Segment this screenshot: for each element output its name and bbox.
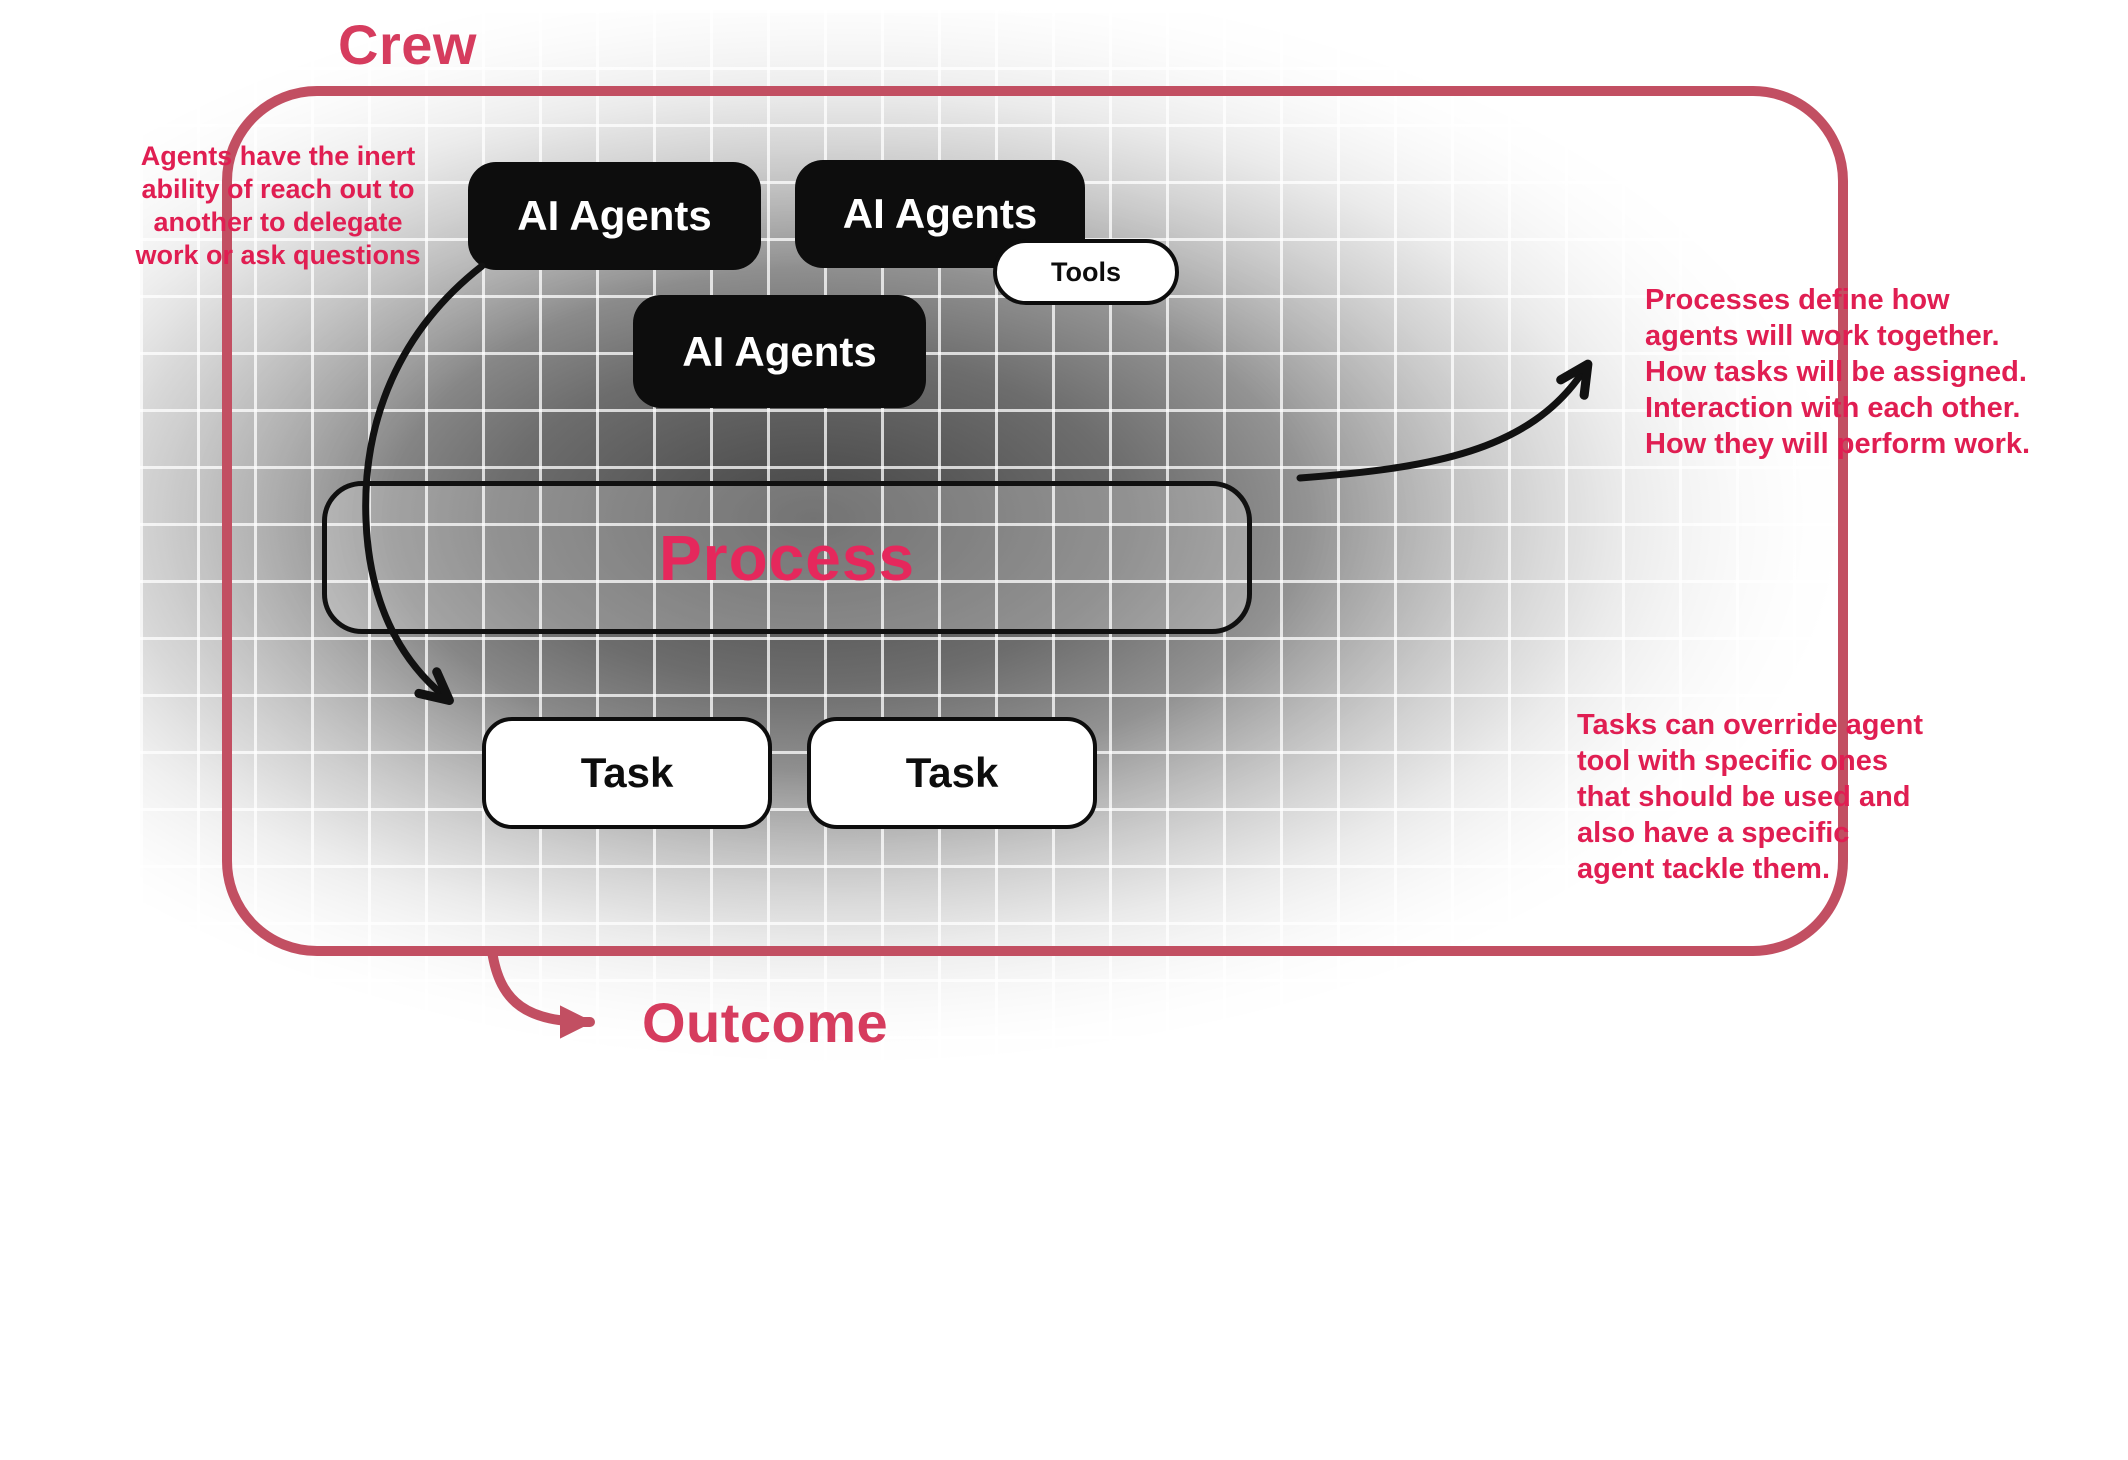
ai-agents-label-3: AI Agents bbox=[682, 327, 877, 375]
ai-agents-label-1: AI Agents bbox=[517, 192, 712, 239]
tasks-annotation: Tasks can override agent tool with speci… bbox=[1577, 709, 1924, 885]
task-label-2: Task bbox=[905, 749, 999, 796]
tools-label: Tools bbox=[1051, 256, 1121, 287]
task-box-1: Task bbox=[482, 717, 772, 829]
crew-title: Crew bbox=[338, 13, 477, 76]
process-box: Process bbox=[322, 481, 1252, 634]
ai-agents-box-3: AI Agents bbox=[633, 295, 926, 408]
task-box-2: Task bbox=[807, 717, 1097, 829]
ai-agents-box-1: AI Agents bbox=[468, 162, 761, 270]
process-annotation: Processes define how agents will work to… bbox=[1645, 284, 2031, 460]
ai-agents-label-2: AI Agents bbox=[842, 190, 1038, 237]
outcome-title: Outcome bbox=[642, 991, 889, 1054]
tools-pill: Tools bbox=[993, 239, 1179, 305]
process-label: Process bbox=[658, 521, 916, 594]
agents-annotation: Agents have the inert ability of reach o… bbox=[135, 141, 421, 270]
crew-boundary bbox=[222, 86, 1848, 956]
ai-agents-box-2: AI Agents bbox=[795, 160, 1085, 268]
task-label-1: Task bbox=[580, 749, 674, 796]
